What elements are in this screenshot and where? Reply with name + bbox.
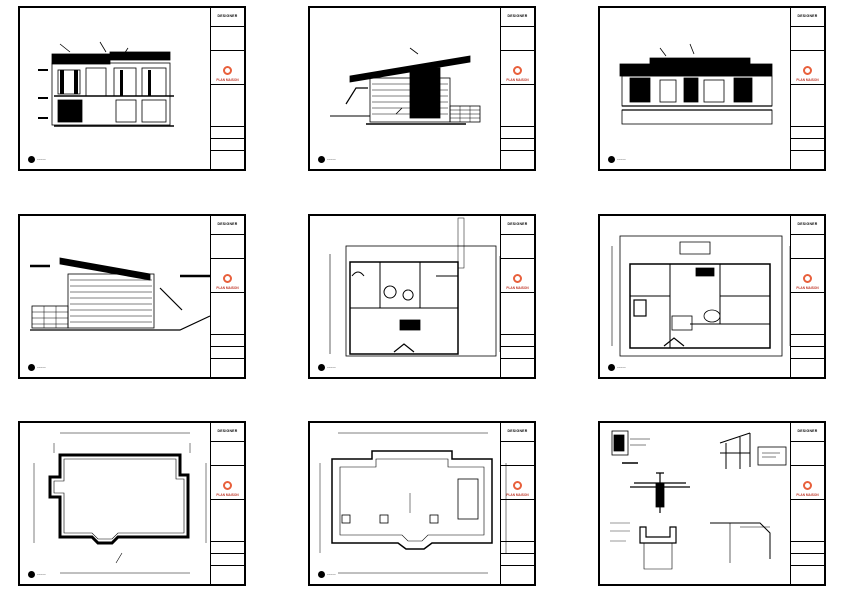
front-elevation-drawing [38,41,174,127]
sheet-front-elevation[interactable]: ~~~~~ DESIGNER PLAN MAISON [18,6,246,171]
sheet-rear-elevation[interactable]: ~~~~~ DESIGNER PLAN MAISON [598,6,826,171]
sheet-side-elevation-left[interactable]: ~~~~~ DESIGNER PLAN MAISON [18,214,246,379]
plan-maison-logo-icon [513,274,522,283]
brand-name: PLAN MAISON [796,493,819,497]
brand-name: PLAN MAISON [796,78,819,82]
designer-signature: ~~~~~ [28,364,46,371]
designer-signature: ~~~~~ [318,571,336,578]
title-block: DESIGNER PLAN MAISON [210,423,244,584]
roof-plan-drawing [319,432,507,574]
foundation-plan-drawing [33,432,207,574]
company-name: DESIGNER [797,429,818,433]
plan-maison-logo-icon [223,274,232,283]
company-name: DESIGNER [797,14,818,18]
plan-maison-logo-icon [803,66,812,75]
designer-signature: ~~~~~ [608,364,626,371]
title-block: DESIGNER PLAN MAISON [790,216,824,377]
brand-name: PLAN MAISON [216,78,239,82]
brand-name: PLAN MAISON [506,286,529,290]
company-name: DESIGNER [217,14,238,18]
side-elevation-left-drawing [30,257,211,331]
plan-maison-logo-icon [513,66,522,75]
company-name: DESIGNER [217,222,238,226]
plan-maison-logo-icon [513,481,522,490]
company-name: DESIGNER [797,222,818,226]
designer-signature: ~~~~~ [28,156,46,163]
designer-signature: ~~~~~ [318,364,336,371]
sheet-lower-floor-plan[interactable]: ~~~~~ DESIGNER PLAN MAISON [308,214,536,379]
title-block: DESIGNER PLAN MAISON [790,8,824,169]
title-block: DESIGNER PLAN MAISON [210,216,244,377]
designer-signature: ~~~~~ [318,156,336,163]
designer-signature: ~~~~~ [608,156,626,163]
brand-name: PLAN MAISON [216,286,239,290]
sheet-foundation-plan[interactable]: ~~~~~ DESIGNER PLAN MAISON [18,421,246,586]
brand-name: PLAN MAISON [506,493,529,497]
brand-name: PLAN MAISON [216,493,239,497]
company-name: DESIGNER [507,14,528,18]
company-name: DESIGNER [217,429,238,433]
plan-maison-logo-icon [223,66,232,75]
title-block: DESIGNER PLAN MAISON [500,216,534,377]
sheet-details[interactable]: DESIGNER PLAN MAISON [598,421,826,586]
title-block: DESIGNER PLAN MAISON [500,8,534,169]
brand-name: PLAN MAISON [506,78,529,82]
title-block: DESIGNER PLAN MAISON [500,423,534,584]
main-floor-plan-drawing [611,235,791,357]
rear-elevation-drawing [619,43,773,125]
plan-maison-logo-icon [803,481,812,490]
plan-maison-logo-icon [223,481,232,490]
brand-name: PLAN MAISON [796,286,819,290]
title-block: DESIGNER PLAN MAISON [210,8,244,169]
sheet-main-floor-plan[interactable]: ~~~~~ DESIGNER PLAN MAISON [598,214,826,379]
sheet-side-elevation-right[interactable]: ~~~~~ DESIGNER PLAN MAISON [308,6,536,171]
title-block: DESIGNER PLAN MAISON [790,423,824,584]
company-name: DESIGNER [507,429,528,433]
plan-maison-logo-icon [803,274,812,283]
side-elevation-right-drawing [330,47,481,125]
details-drawing [610,430,787,570]
company-name: DESIGNER [507,222,528,226]
sheet-roof-plan[interactable]: ~~~~~ DESIGNER PLAN MAISON [308,421,536,586]
designer-signature: ~~~~~ [28,571,46,578]
